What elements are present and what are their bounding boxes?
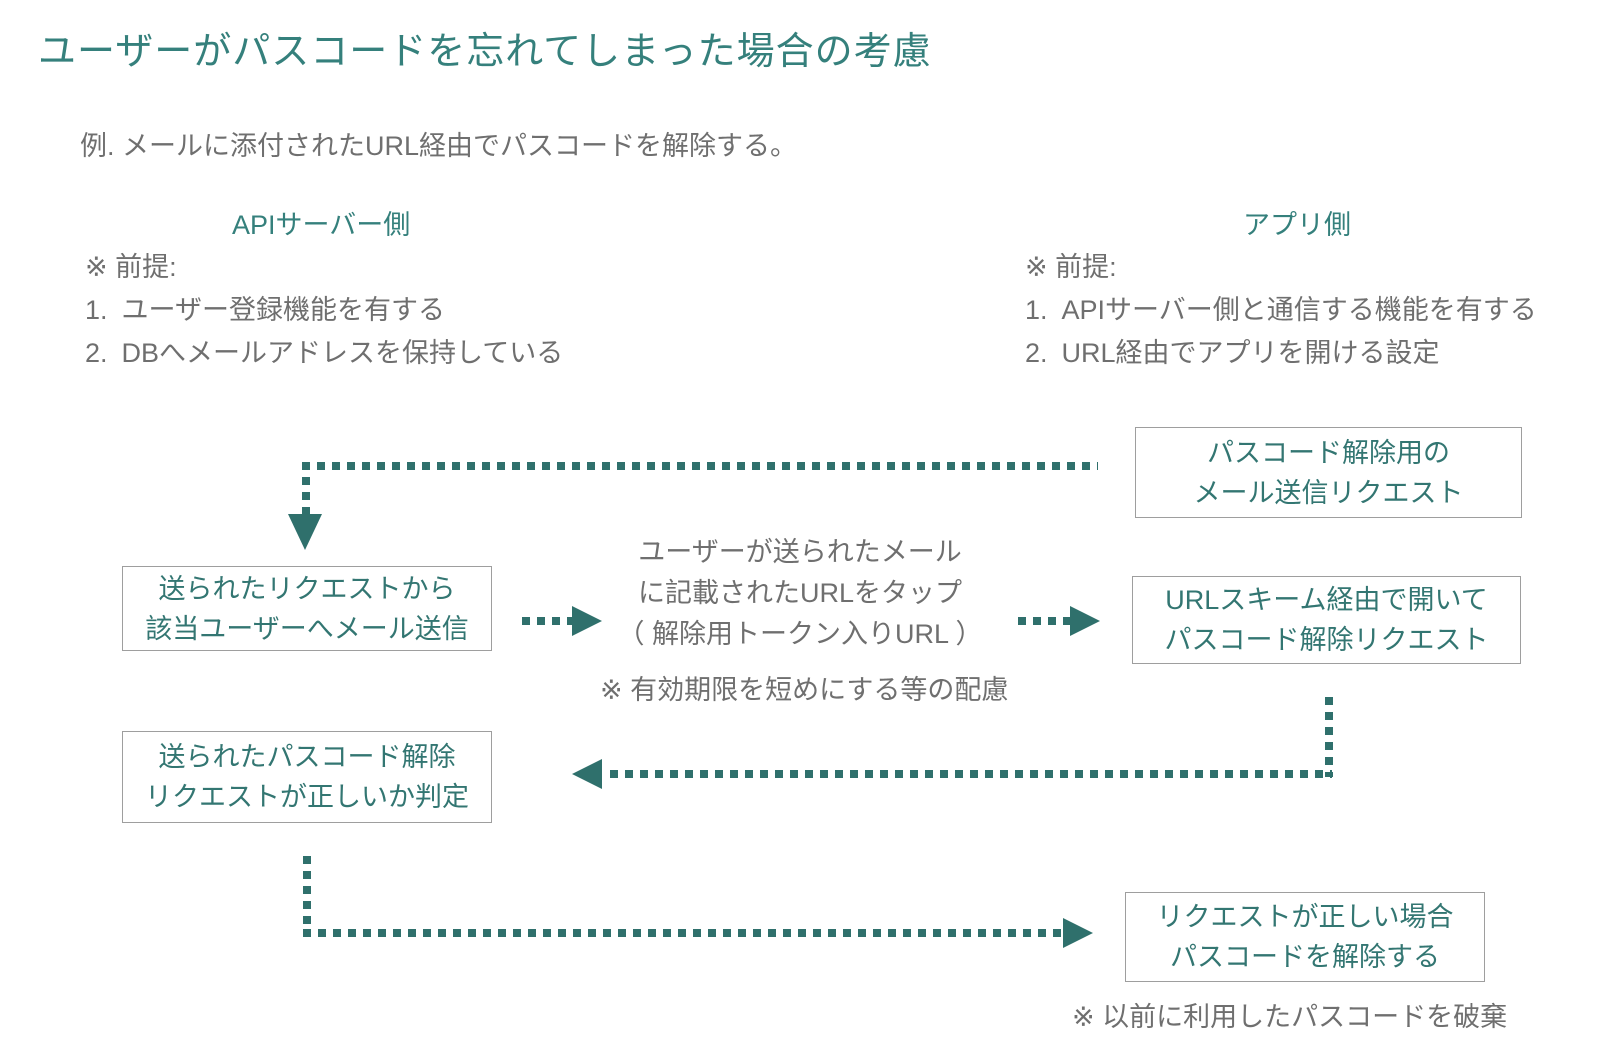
flow-box-line: パスコード解除用の [1207,437,1450,468]
flow-box-line: 送られたパスコード解除 [158,742,456,772]
premise-text: URL経由でアプリを開ける設定 [1061,338,1440,368]
column-header-app: アプリ側 [1243,210,1351,240]
flow-box-open-url-scheme: URLスキーム経由で開いて パスコード解除リクエスト [1132,576,1521,664]
premise-label: ※ 前提: [85,252,177,282]
column-header-api-server: APIサーバー側 [232,210,411,240]
arrow-tap-to-url-scheme-line [1018,617,1070,625]
flow-box-line: 該当ユーザーへメール送信 [145,613,469,644]
flow-step-line: ユーザーが送られたメール [638,537,962,567]
flow-box-validate-request: 送られたパスコード解除 リクエストが正しいか判定 [122,731,492,823]
flow-step-line: （ 解除用トークン入りURL ） [617,619,983,649]
flow-box-line: メール送信リクエスト [1193,477,1464,508]
premise-text: ユーザー登録機能を有する [121,295,445,325]
note-discard-old-passcode: ※ 以前に利用したパスコードを破棄 [1072,1002,1508,1032]
note-token-expiry: ※ 有効期限を短めにする等の配慮 [600,675,1009,705]
premise-number: 1. [85,295,108,325]
premise-list-api-server: ※ 前提: 1. ユーザー登録機能を有する 2. DBへメールアドレスを保持して… [85,246,563,375]
connector-mail-request-vertical-line [302,462,310,518]
connector-url-scheme-horizontal-line [610,770,1332,778]
premise-list-app: ※ 前提: 1. APIサーバー側と通信する機能を有する 2. URL経由でアプ… [1025,246,1537,375]
connector-mail-request-horizontal-line [302,462,1098,470]
flow-box-line: URLスキーム経由で開いて [1165,585,1488,615]
arrowhead-right-icon [1070,606,1100,636]
page-title: ユーザーがパスコードを忘れてしまった場合の考慮 [38,31,932,73]
connector-validate-vertical-line [303,856,311,936]
flow-box-unlock-passcode: リクエストが正しい場合 パスコードを解除する [1125,892,1485,982]
arrow-send-mail-to-tap-line [522,617,572,625]
connector-url-scheme-vertical-line [1325,697,1333,777]
premise-text: APIサーバー側と通信する機能を有する [1061,295,1537,325]
connector-validate-horizontal-line [303,929,1063,937]
premise-number: 1. [1025,295,1048,325]
premise-item: 1. APIサーバー側と通信する機能を有する [1025,289,1537,332]
flow-box-mail-send-request: パスコード解除用の メール送信リクエスト [1135,427,1522,518]
premise-item: 1. ユーザー登録機能を有する [85,289,563,332]
premise-number: 2. [1025,338,1048,368]
flow-step-line: に記載されたURLをタップ [637,578,962,608]
premise-text: DBへメールアドレスを保持している [121,338,564,368]
flow-box-line: リクエストが正しい場合 [1156,902,1454,932]
arrowhead-left-icon [572,759,602,789]
flow-step-user-taps-url: ユーザーが送られたメール に記載されたURLをタップ （ 解除用トークン入りUR… [560,532,1040,655]
arrowhead-right-icon [572,606,602,636]
flow-box-line: リクエストが正しいか判定 [145,782,469,812]
premise-number: 2. [85,338,108,368]
premise-item: 2. DBへメールアドレスを保持している [85,332,563,375]
flow-box-send-mail-to-user: 送られたリクエストから 該当ユーザーへメール送信 [122,566,492,651]
premise-label: ※ 前提: [1025,252,1117,282]
flow-box-line: パスコード解除リクエスト [1164,625,1489,655]
flow-box-line: パスコードを解除する [1170,942,1440,972]
arrowhead-down-icon [288,514,322,550]
example-caption: 例. メールに添付されたURL経由でパスコードを解除する。 [80,131,798,161]
arrowhead-right-icon [1063,918,1093,948]
premise-item: 2. URL経由でアプリを開ける設定 [1025,332,1537,375]
flow-box-line: 送られたリクエストから [158,573,456,604]
